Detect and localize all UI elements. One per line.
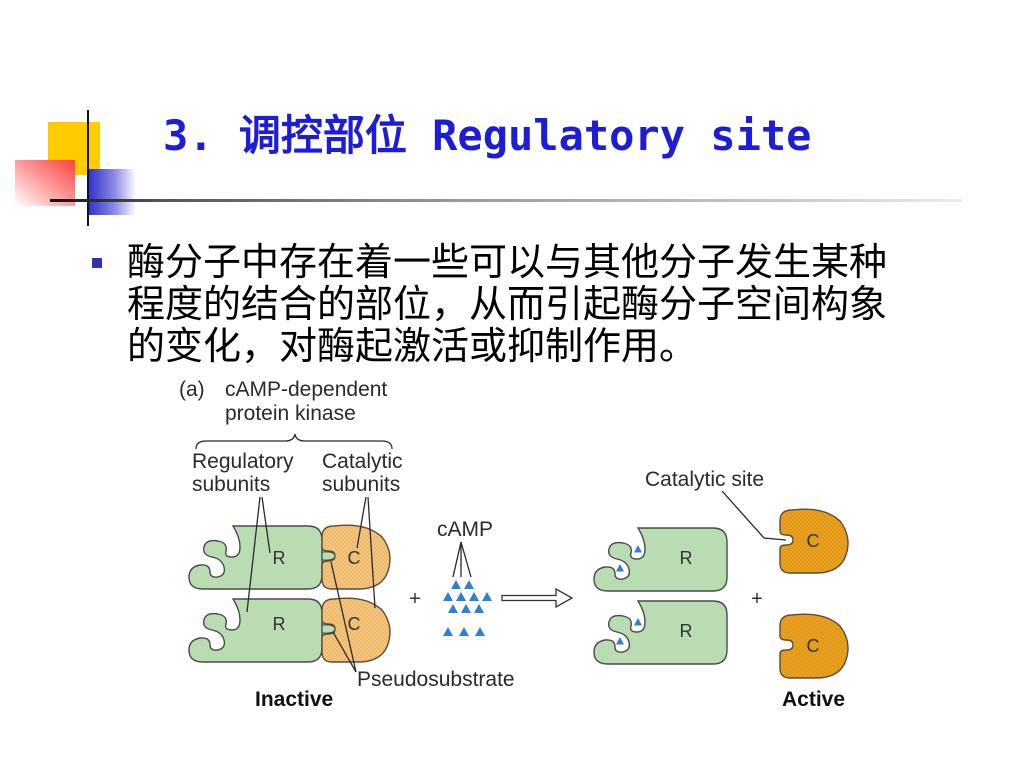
regulatory-leader-line: [261, 496, 271, 554]
bullet-line: 酶分子中存在着一些可以与其他分子发生某种: [127, 240, 888, 284]
camp-molecule: [475, 627, 485, 636]
plus-sign: +: [751, 588, 763, 610]
deco-vertical-rule: [87, 110, 89, 226]
camp-molecule: [456, 592, 466, 601]
active-regulatory-dimer: R R: [593, 527, 728, 665]
active-catalytic-subunits: C C: [779, 508, 849, 679]
regulatory-unit-label: R: [680, 621, 693, 641]
camp-molecule: [474, 604, 484, 613]
subunit-brace: [195, 433, 393, 450]
camp-molecule: [448, 604, 458, 613]
bullet-text: 酶分子中存在着一些可以与其他分子发生某种 程度的结合的部位，从而引起酶分子空间构…: [127, 241, 887, 367]
camp-label: cAMP: [437, 518, 493, 541]
panel-label: (a): [179, 378, 205, 401]
regulatory-unit-label: R: [680, 548, 693, 568]
regulatory-subunit: [593, 527, 728, 592]
active-label: Active: [782, 688, 845, 711]
bound-camp-molecule: [634, 545, 642, 553]
complex-name-line: cAMP-dependent: [225, 378, 387, 401]
regulatory-subunit: [593, 600, 728, 665]
camp-molecule: [469, 592, 479, 601]
catalytic-unit-label: C: [807, 636, 820, 656]
catalytic-subunits-label: subunits: [322, 473, 400, 496]
bound-camp-molecule: [616, 637, 624, 645]
title-underline-rule: [50, 199, 962, 202]
reaction-arrow-icon: [501, 587, 574, 609]
catalytic-subunits-label: Catalytic: [322, 450, 403, 473]
pseudosubstrate-segment: [321, 624, 336, 634]
plus-sign: +: [409, 588, 421, 610]
bullet-marker: [92, 258, 102, 268]
camp-molecule: [482, 592, 492, 601]
deco-blue-square: [89, 169, 136, 215]
catalytic-site-leader-line: [721, 490, 787, 541]
catalytic-unit-label: C: [807, 531, 820, 551]
camp-molecule: [459, 627, 469, 636]
camp-molecule: [451, 580, 461, 589]
pseudosubstrate-leader-line: [332, 631, 357, 673]
pseudosubstrate-label: Pseudosubstrate: [357, 668, 515, 691]
camp-molecule: [443, 627, 453, 636]
regulatory-subunits-label: Regulatory: [192, 450, 294, 473]
catalytic-leader-line: [356, 496, 367, 549]
pseudosubstrate-segment: [321, 551, 336, 561]
camp-molecule: [443, 592, 453, 601]
bound-camp-molecule: [634, 618, 642, 626]
camp-leader-line: [452, 541, 462, 578]
regulatory-subunits-label: subunits: [192, 473, 270, 496]
slide-title: 3. 调控部位 Regulatory site: [163, 111, 812, 160]
deco-red-square: [15, 160, 75, 206]
regulatory-unit-label: R: [273, 548, 286, 568]
bullet-line: 的变化，对酶起激活或抑制作用。: [127, 324, 698, 368]
free-camp-molecules: [443, 580, 492, 636]
camp-leader-line: [460, 541, 472, 578]
catalytic-leader-line: [367, 496, 376, 609]
regulatory-unit-label: R: [273, 614, 286, 634]
catalytic-unit-label: C: [348, 614, 361, 634]
camp-molecule: [461, 604, 471, 613]
bullet-line: 程度的结合的部位，从而引起酶分子空间构象: [127, 282, 888, 326]
camp-kinase-activation-diagram: (a) cAMP-dependent protein kinase Regula…: [179, 378, 849, 711]
pseudosubstrate-leader-line: [330, 561, 357, 673]
catalytic-unit-label: C: [348, 548, 361, 568]
catalytic-site-label: Catalytic site: [645, 468, 764, 491]
complex-name-line: protein kinase: [225, 402, 356, 425]
regulatory-subunit: [188, 598, 323, 663]
regulatory-leader-line: [246, 496, 261, 613]
inactive-complex: R C R C: [188, 524, 391, 663]
inactive-label: Inactive: [255, 688, 333, 711]
camp-molecule: [464, 580, 474, 589]
bound-camp-molecule: [616, 564, 624, 572]
